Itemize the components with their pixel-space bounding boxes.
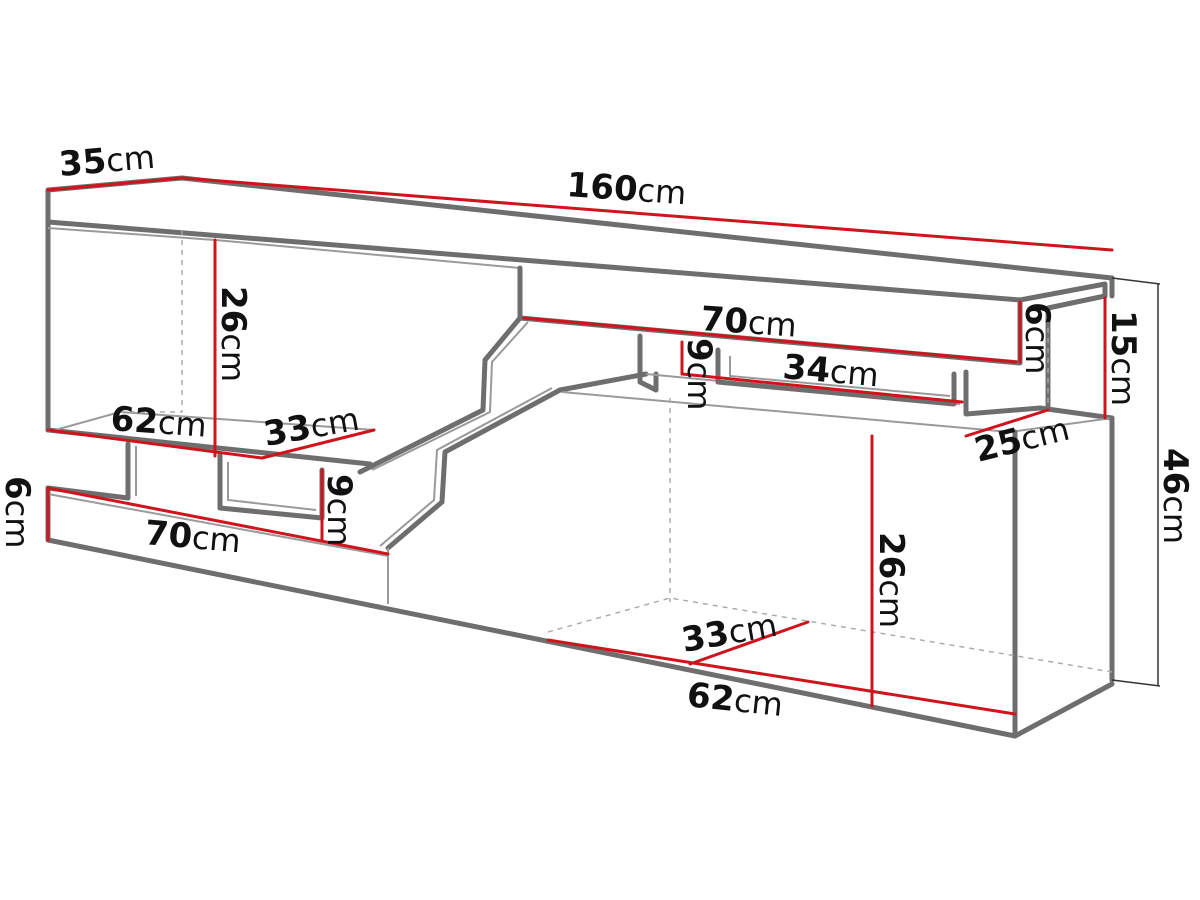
label-right-cabinet-width: 62cm: [685, 675, 785, 725]
label-top-section-width: 70cm: [699, 299, 798, 346]
label-top-shelf-thickness: 6cm: [1017, 302, 1057, 374]
label-left-cabinet-width: 62cm: [109, 399, 208, 446]
label-bottom-panel-width: 70cm: [143, 513, 242, 561]
label-right-cabinet-height: 26cm: [871, 532, 911, 628]
label-bottom-panel-height: 6cm: [0, 476, 37, 548]
dim-line-right-cabinet-width: [546, 638, 1017, 716]
dim-line-top-section-width: [522, 316, 1018, 364]
label-width: 160cm: [565, 165, 687, 213]
dim-line-depth: [46, 176, 184, 192]
dim-line-top-drawer-width: [680, 372, 964, 404]
dimension-lines: [46, 176, 1161, 716]
dim-line-top-section-depth: [964, 408, 1050, 438]
ext-line-total-height-bottom: [1111, 679, 1161, 687]
label-top-section-height: 15cm: [1103, 310, 1143, 406]
dimension-labels: 35cm 160cm 70cm 6cm 15cm 9cm 34cm 25cm 4…: [0, 137, 1195, 725]
dim-line-right-cabinet-depth: [688, 620, 810, 666]
dim-line-left-cabinet-width: [46, 428, 264, 460]
label-left-drawer-height: 9cm: [319, 474, 359, 546]
right-cabinet: [547, 391, 1115, 739]
label-right-cabinet-depth: 33cm: [679, 605, 781, 661]
label-total-height: 46cm: [1155, 448, 1195, 544]
label-left-cabinet-depth: 33cm: [261, 399, 363, 455]
ext-line-total-height-top: [1111, 277, 1161, 285]
dim-line-width: [180, 176, 1114, 252]
label-depth: 35cm: [57, 137, 156, 185]
label-top-drawer-width: 34cm: [781, 347, 880, 395]
label-top-drawer-height: 9cm: [679, 338, 719, 410]
dim-line-left-cabinet-depth: [260, 428, 376, 460]
label-left-cabinet-height: 26cm: [213, 286, 253, 382]
stepped-divider: [357, 265, 649, 551]
dim-line-bottom-panel-width: [46, 486, 390, 556]
